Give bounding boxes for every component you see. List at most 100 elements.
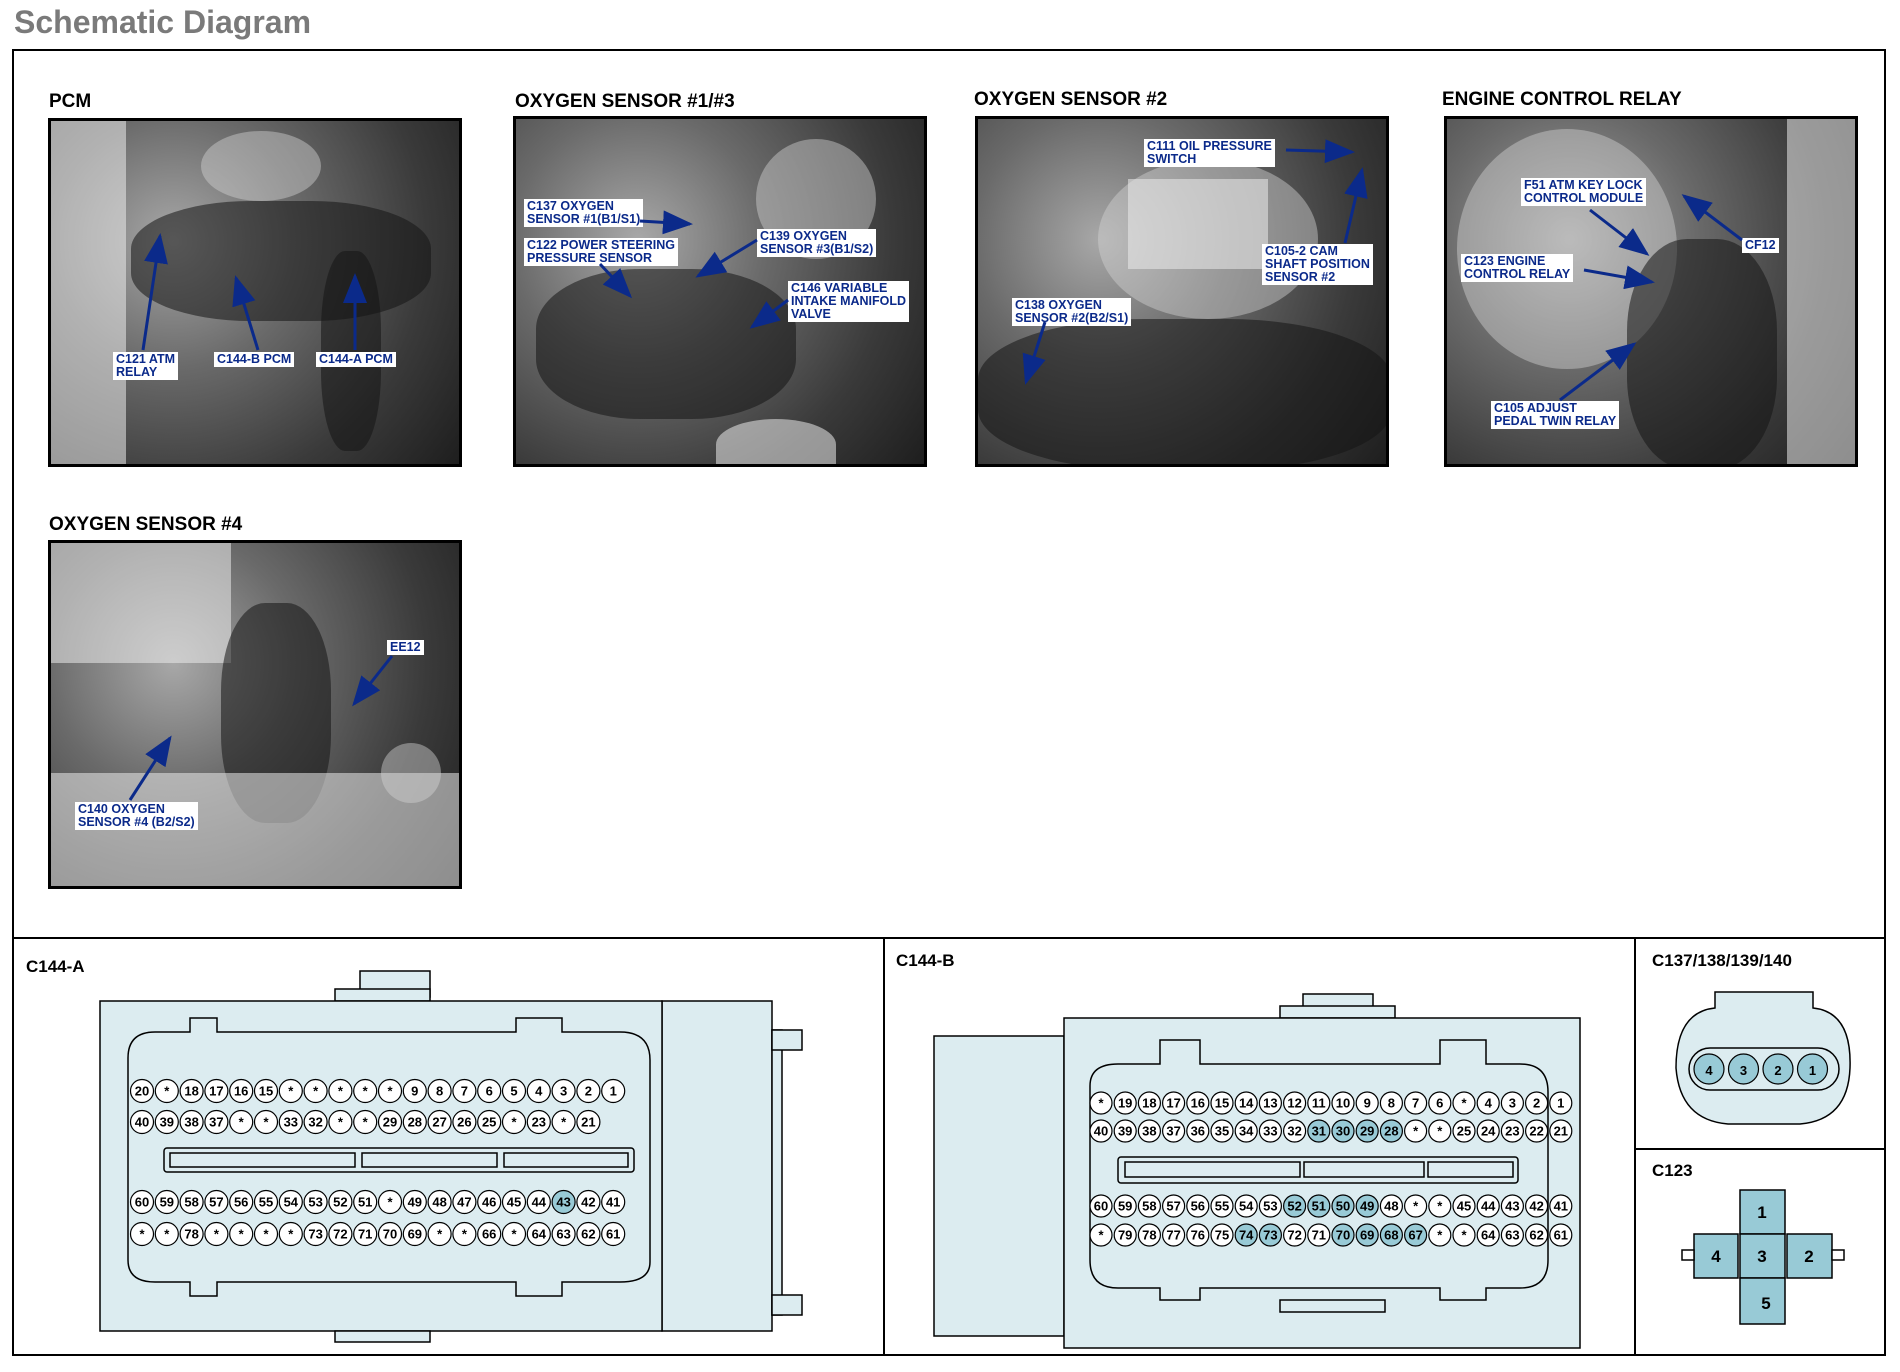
pin-label: 7 [1412,1096,1419,1111]
pin-label: 17 [209,1084,223,1099]
pin-9 [402,1078,427,1104]
pin-label: * [363,1084,369,1099]
pin-label: * [511,1115,517,1130]
pin-label: 35 [1215,1124,1229,1139]
pin-label: * [387,1084,393,1099]
pin-62 [1524,1223,1549,1247]
pin-label: 10 [1336,1096,1350,1111]
pin-59 [154,1189,179,1215]
pin-label: 78 [1142,1228,1156,1243]
pin-label: 21 [581,1115,595,1130]
pin-18 [179,1078,204,1104]
pin-* [377,1189,403,1215]
label-c111-oil-pressure: C111 OIL PRESSURE SWITCH [1144,139,1275,167]
pin-60 [1089,1194,1113,1218]
c137-pin-3 [1727,1053,1760,1085]
pin-label: 17 [1166,1096,1180,1111]
pin-55 [1210,1194,1234,1218]
pin-54 [278,1189,303,1215]
pin-30 [1331,1119,1355,1143]
c123-pin-labels: 1 4 3 2 5 [1711,1203,1813,1313]
pin-* [353,1078,378,1104]
label-c144b-pcm: C144-B PCM [214,352,295,367]
label-c137-o2-sensor-1: C137 OXYGEN SENSOR #1(B1/S1) [524,199,644,227]
pin-label: 25 [482,1115,496,1130]
photo-title-pcm: PCM [49,91,92,112]
pin-label: 46 [482,1195,496,1210]
pin-label: 40 [1094,1124,1108,1139]
pin-58 [1137,1194,1162,1218]
pin-64 [1476,1223,1500,1247]
connector-divider [1635,1148,1886,1150]
pin-69 [1355,1223,1379,1247]
pin-63 [1500,1223,1525,1247]
pin-23 [1500,1119,1525,1143]
pin-* [1428,1194,1452,1218]
pin-label: 79 [1118,1228,1132,1243]
pin-64 [526,1221,551,1247]
pin-label: 39 [1118,1124,1132,1139]
pin-label: 53 [1263,1199,1277,1214]
photo-title-o2-1-3: OXYGEN SENSOR #1/#3 [515,91,735,112]
pin-label: 1 [610,1084,617,1099]
pin-39 [1113,1119,1137,1143]
pin-label: 77 [1166,1228,1180,1243]
pin-label: 2 [1533,1096,1540,1111]
pin-label: * [338,1084,344,1099]
pin-* [1428,1119,1452,1143]
pin-* [154,1078,179,1104]
label-cf12: CF12 [1742,238,1779,253]
pin-label: 27 [432,1115,446,1130]
pin-27 [427,1109,452,1135]
pin-* [1403,1119,1428,1143]
pin-label: 33 [1263,1124,1277,1139]
pin-7 [452,1078,477,1104]
pin-label: 55 [1215,1199,1229,1214]
pin-label: 8 [436,1084,443,1099]
pin-label: 14 [1239,1096,1254,1111]
pin-* [229,1109,254,1135]
pin-label: * [387,1195,393,1210]
pin-label: 3 [560,1084,567,1099]
pin-label: 72 [333,1227,347,1242]
pin-53 [303,1189,328,1215]
pin-label: * [263,1227,269,1242]
pin-7 [1403,1091,1428,1115]
pin-25 [1452,1119,1476,1143]
pin-label: 43 [556,1195,570,1210]
pin-label: 38 [1142,1124,1156,1139]
pin-label: 71 [1312,1228,1326,1243]
pin-label: * [263,1115,269,1130]
pin-label: 54 [284,1195,299,1210]
pin-label: 57 [209,1195,223,1210]
pin-68 [1379,1223,1404,1247]
pin-label: * [1413,1124,1419,1139]
pin-label: 21 [1554,1124,1568,1139]
photo-title-o2-2: OXYGEN SENSOR #2 [974,89,1168,110]
pin-label: 49 [1360,1199,1374,1214]
pin-label: 63 [556,1227,570,1242]
pin-label: 1 [1557,1096,1564,1111]
pin-label: 42 [1529,1199,1543,1214]
pin-label: 74 [1239,1228,1254,1243]
c137-pin-2 [1762,1053,1794,1085]
pin-53 [1258,1194,1283,1218]
pin-label: 37 [1166,1124,1180,1139]
pin-6 [1428,1091,1452,1115]
pin-73 [303,1221,328,1247]
pin-21 [1549,1119,1573,1143]
pin-39 [154,1109,179,1135]
section-divider [12,937,1886,939]
pin-* [353,1109,378,1135]
pin-label: * [214,1227,220,1242]
pin-label: 13 [1263,1096,1277,1111]
pin-12 [1282,1091,1307,1115]
pin-* [303,1078,328,1104]
pin-label: 6 [1436,1096,1443,1111]
pin-label: 19 [1118,1096,1132,1111]
label-c139-o2-sensor-3: C139 OXYGEN SENSOR #3(B1/S2) [757,229,877,257]
pin-label: 38 [184,1115,198,1130]
